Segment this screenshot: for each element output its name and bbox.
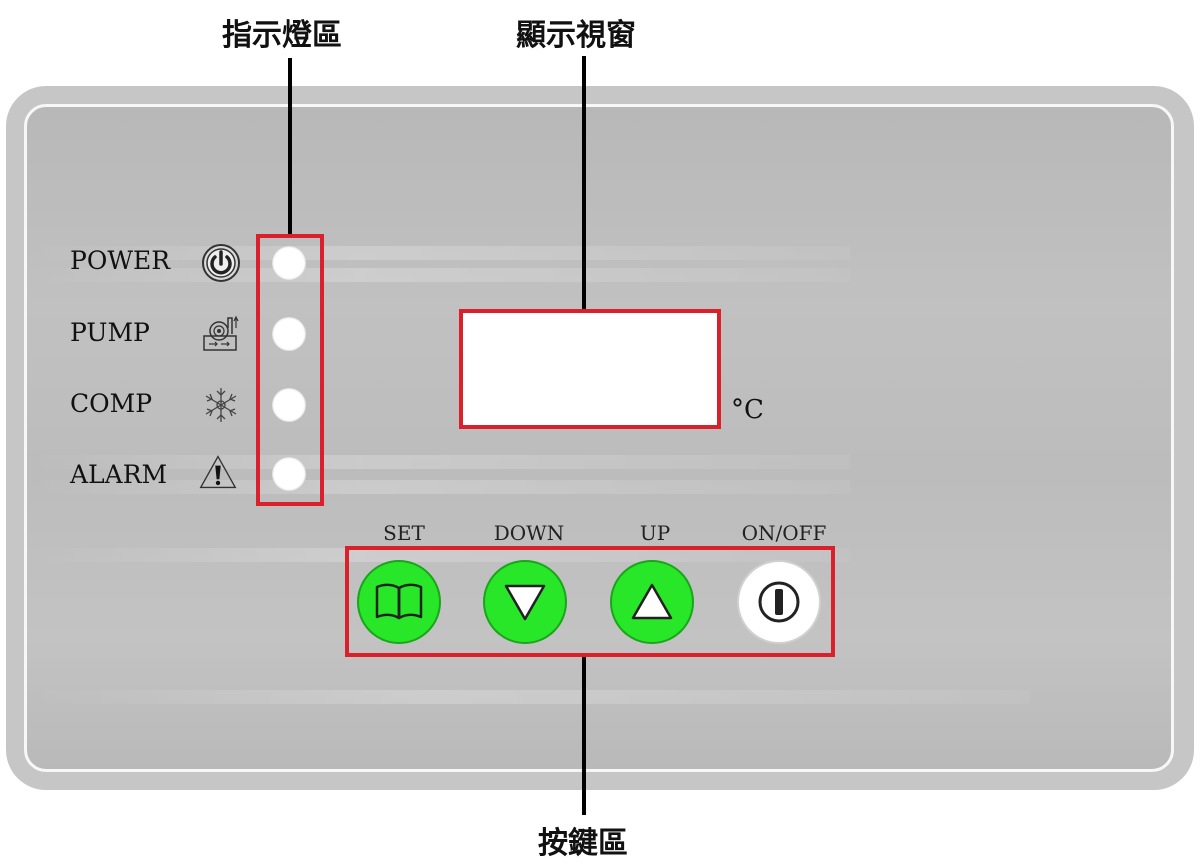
book-icon — [375, 583, 423, 620]
set-button-label: SET — [383, 521, 425, 545]
indicator-label-alarm: ALARM — [70, 460, 168, 489]
display-window-callout: 顯示視窗 — [516, 18, 636, 53]
up-button-label: UP — [639, 521, 671, 545]
down-triangle-icon — [504, 584, 546, 621]
indicator-label-pump: PUMP — [70, 318, 150, 347]
up-button[interactable] — [610, 560, 694, 644]
onoff-button[interactable] — [737, 560, 821, 644]
set-button[interactable] — [357, 560, 441, 644]
onoff-button-label: ON/OFF — [741, 521, 827, 545]
temperature-unit: °C — [731, 395, 764, 425]
comp-led — [272, 388, 306, 422]
button-highlight-box — [345, 546, 835, 657]
snowflake-icon — [205, 388, 237, 422]
down-button-label: DOWN — [493, 521, 565, 545]
up-triangle-icon — [631, 583, 673, 620]
indicator-label-comp: COMP — [70, 389, 153, 418]
display-leader-line — [582, 56, 586, 310]
warning-icon — [199, 455, 237, 489]
indicator-leader-line — [288, 58, 292, 238]
display-window — [459, 309, 721, 429]
panel-streak — [30, 548, 850, 562]
panel-streak — [30, 455, 850, 469]
power-led — [272, 246, 306, 280]
button-area-callout: 按鍵區 — [538, 826, 628, 861]
control-panel-face — [24, 104, 1174, 772]
power-icon — [202, 244, 240, 282]
button-leader-line — [582, 655, 586, 815]
panel-streak — [30, 480, 850, 494]
indicator-highlight-box — [256, 234, 324, 506]
pump-icon — [203, 315, 239, 351]
pump-led — [272, 317, 306, 351]
indicator-label-power: POWER — [70, 246, 171, 275]
indicator-area-callout: 指示燈區 — [222, 18, 342, 53]
alarm-led — [272, 457, 306, 491]
panel-streak — [30, 690, 1030, 704]
down-button[interactable] — [483, 560, 567, 644]
power-switch-icon — [758, 581, 800, 623]
